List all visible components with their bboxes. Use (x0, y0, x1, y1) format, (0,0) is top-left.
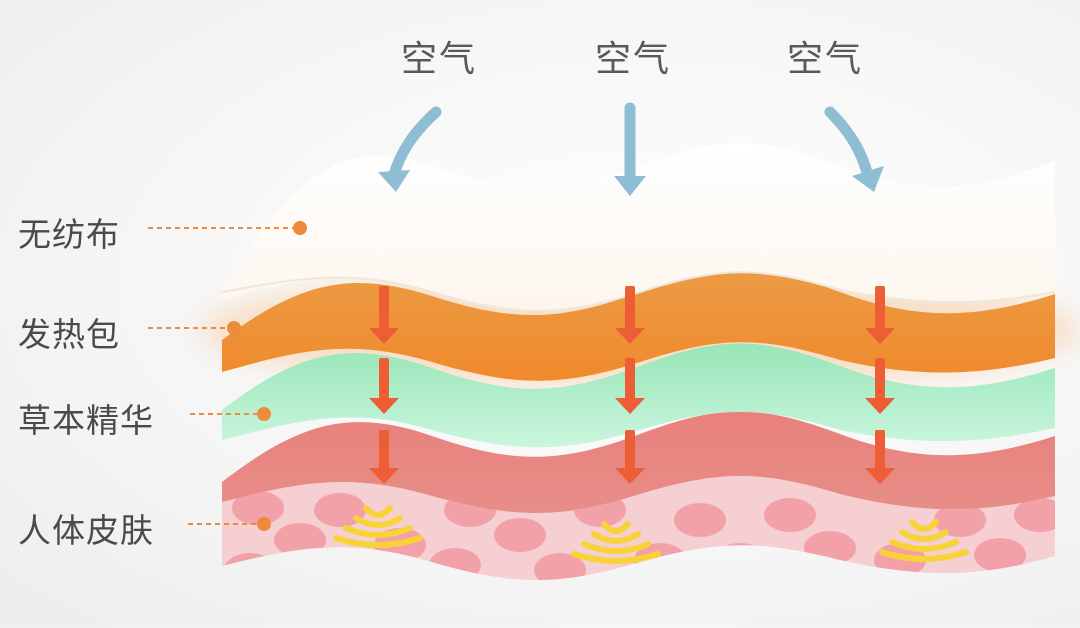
skin-cell-12 (714, 543, 766, 577)
skin-top-band (222, 411, 1055, 513)
leader-dot-3 (257, 517, 271, 531)
skin-cell-1 (274, 523, 326, 557)
air-arrow-head-0 (378, 170, 410, 192)
skin-cell-14 (804, 531, 856, 565)
heat-arrows (369, 286, 895, 484)
air-arrow-head-1 (614, 176, 646, 196)
skin-cell-6 (429, 548, 481, 580)
warmth-wave-0-2 (343, 525, 413, 538)
air-label-center: 空气 (594, 39, 671, 80)
heat-arrow-head-2-0 (865, 328, 895, 344)
skin-cell-17 (974, 538, 1026, 572)
warmth-wave-2-1 (899, 529, 949, 542)
heat-arrow-shaft-0-1 (379, 358, 389, 400)
heat-arrow-shaft-1-1 (625, 358, 635, 400)
warmth-wave-2-3 (879, 549, 969, 562)
skin-cell-19 (254, 558, 306, 580)
heat-arrow-shaft-1-2 (625, 430, 635, 470)
heat-arrow-head-0-1 (369, 398, 399, 414)
skin-cell-16 (934, 503, 986, 537)
nonwoven-edge (221, 271, 1056, 312)
label-heating-pack: 发热包 (18, 315, 120, 354)
herbal-layer (222, 343, 1055, 448)
warmth-wave-0-1 (353, 515, 403, 528)
heat-arrow-shaft-2-1 (875, 358, 885, 400)
heat-arrow-head-0-0 (369, 328, 399, 344)
heat-arrow-head-0-2 (369, 468, 399, 484)
warmth-waves (333, 505, 969, 564)
warmth-wave-1-2 (581, 541, 651, 554)
heat-arrow-shaft-2-2 (875, 430, 885, 470)
skin-cell-21 (834, 573, 886, 580)
air-label-right: 空气 (786, 39, 863, 80)
heat-arrow-head-2-1 (865, 398, 895, 414)
skin-cell-7 (494, 518, 546, 552)
skin-cell-0 (232, 491, 284, 525)
air-label-left: 空气 (400, 39, 477, 80)
warmth-wave-1-0 (601, 521, 631, 534)
air-arrow-shaft-2 (824, 106, 874, 182)
heat-arrow-shaft-1-0 (625, 286, 635, 330)
warmth-wave-0-0 (363, 505, 393, 518)
heating-pack-layer (222, 269, 1055, 381)
nonwoven-layer (222, 143, 1055, 311)
heat-arrow-head-1-1 (615, 398, 645, 414)
leader-lines (148, 221, 307, 531)
skin-cell-20 (664, 568, 716, 580)
label-nonwoven: 无纺布 (18, 215, 120, 254)
skin-cell-18 (1014, 498, 1055, 532)
skin-cell-3 (314, 493, 366, 527)
warmth-wave-0-3 (333, 535, 423, 548)
warmth-wave-1-3 (571, 551, 661, 564)
skin-cell-11 (674, 503, 726, 537)
skin-cell-13 (764, 498, 816, 532)
heat-arrow-head-1-2 (615, 468, 645, 484)
heat-arrow-shaft-2-0 (875, 286, 885, 330)
air-arrow-shaft-0 (387, 106, 442, 184)
warmth-wave-1-1 (591, 531, 641, 544)
leader-dot-2 (257, 407, 271, 421)
label-herbal-essence: 草本精华 (18, 401, 154, 440)
heat-arrow-shaft-0-2 (379, 430, 389, 470)
skin-cell-2 (224, 553, 276, 580)
heat-arrow-head-2-2 (865, 468, 895, 484)
leader-dot-0 (293, 221, 307, 235)
warmth-wave-2-0 (909, 519, 939, 532)
air-arrows (378, 102, 884, 196)
heat-arrow-head-1-0 (615, 328, 645, 344)
label-human-skin: 人体皮肤 (18, 511, 154, 550)
warmth-wave-2-2 (889, 539, 959, 552)
air-arrow-head-2 (852, 166, 884, 192)
leader-dot-1 (227, 321, 241, 335)
heat-arrow-shaft-0-0 (379, 286, 389, 330)
